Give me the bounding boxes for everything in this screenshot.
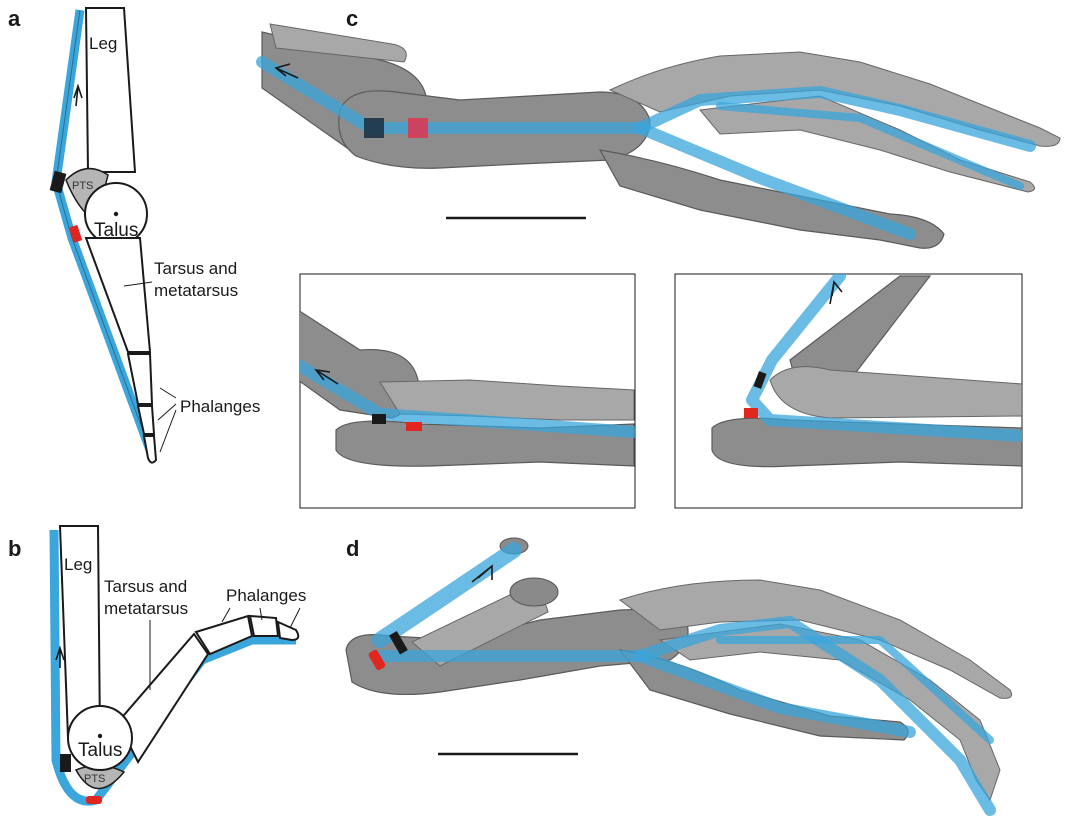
panel-b: b Leg Tarsus and metatarsus Phalanges PT… bbox=[8, 526, 306, 804]
panel-b-talus-center bbox=[98, 734, 102, 738]
panel-a-leg bbox=[86, 8, 135, 172]
panel-a-tarsus-label-2: metatarsus bbox=[154, 281, 238, 300]
panel-a-phalanges-leader bbox=[158, 388, 176, 452]
panel-c-letter: c bbox=[346, 6, 358, 31]
panel-a-black-marker bbox=[50, 171, 67, 193]
panel-b-phalanx-3 bbox=[278, 622, 298, 640]
panel-a-arrow-icon bbox=[74, 86, 82, 106]
panel-c-inset-flexed bbox=[675, 274, 1022, 508]
panel-b-black-marker bbox=[60, 754, 71, 772]
panel-b-talus-label: Talus bbox=[78, 740, 122, 761]
panel-a-leg-label: Leg bbox=[89, 34, 117, 53]
panel-b-red-marker bbox=[86, 796, 102, 804]
panel-c-black-marker bbox=[364, 118, 384, 138]
panel-b-leg-label: Leg bbox=[64, 555, 92, 574]
panel-c: c bbox=[262, 6, 1060, 248]
panel-c-red-marker bbox=[408, 118, 428, 138]
panel-b-phalanges-label: Phalanges bbox=[226, 586, 306, 605]
panel-b-tarsus-label-1: Tarsus and bbox=[104, 577, 187, 596]
panel-b-pts-label: PTS bbox=[84, 773, 105, 785]
panel-b-letter: b bbox=[8, 536, 21, 561]
panel-a-phalanx-3 bbox=[144, 436, 156, 463]
panel-a-pts-label: PTS bbox=[72, 180, 93, 192]
panel-a: a Leg PTS Talus Tarsus and metatarsus Ph… bbox=[8, 6, 260, 463]
panel-a-talus-center bbox=[114, 212, 118, 216]
panel-a-letter: a bbox=[8, 6, 21, 31]
panel-b-phalanx-2 bbox=[250, 616, 278, 636]
panel-d-letter: d bbox=[346, 536, 359, 561]
panel-a-tarsus-label-1: Tarsus and bbox=[154, 259, 237, 278]
panel-c-inset-extended bbox=[298, 274, 635, 508]
panel-a-phalanges-label: Phalanges bbox=[180, 397, 260, 416]
panel-d: d bbox=[346, 536, 1012, 810]
panel-b-tarsus-label-2: metatarsus bbox=[104, 599, 188, 618]
